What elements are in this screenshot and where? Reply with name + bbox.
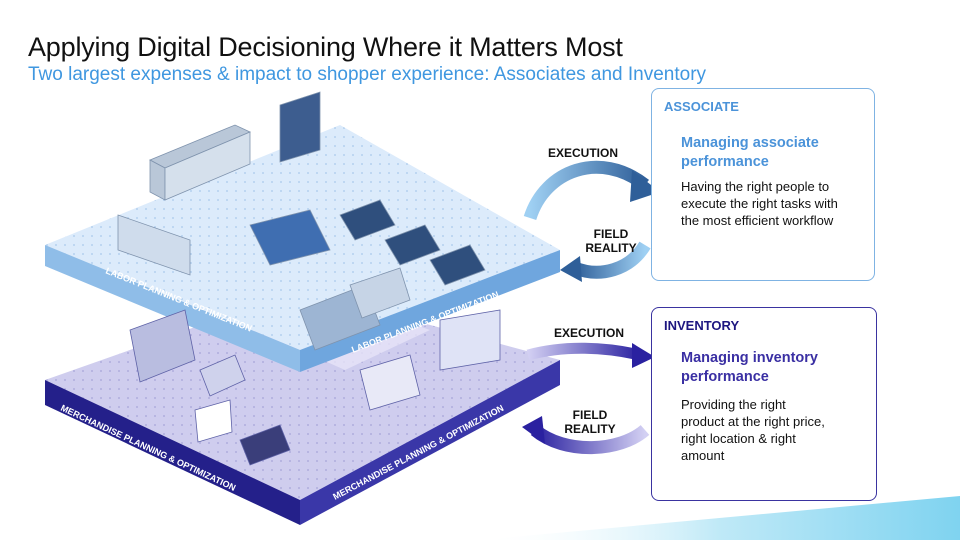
inventory-cycle-arrows: [522, 342, 655, 455]
page-title: Applying Digital Decisioning Where it Ma…: [28, 32, 623, 62]
inventory-execution-arrow: [526, 342, 642, 361]
inventory-card: INVENTORY Managing inventory performance…: [651, 307, 877, 501]
associate-card-heading: ASSOCIATE: [664, 99, 739, 114]
associate-card: ASSOCIATE Managing associate performance…: [651, 88, 875, 281]
associate-card-body: Having the right people to execute the r…: [681, 179, 838, 228]
associate-card-subheading: Managing associate performance: [681, 135, 819, 170]
associate-execution-label: EXECUTION: [548, 146, 619, 160]
inventory-execution-label: EXECUTION: [554, 326, 625, 340]
inventory-card-heading: INVENTORY: [664, 318, 740, 333]
bottom-fixtures: [129, 309, 501, 466]
top-fixtures: [117, 91, 486, 351]
associate-execution-arrow: [523, 160, 649, 221]
corner-wedge: [480, 496, 960, 540]
associate-field-reality-label: FIELD REALITY: [585, 227, 637, 255]
associate-field-reality-arrow: [572, 241, 651, 279]
inventory-field-reality-label: FIELD REALITY: [564, 408, 616, 436]
inventory-field-reality-arrow: [530, 424, 650, 455]
inventory-card-subheading: Managing inventory performance: [681, 350, 818, 385]
page-subtitle: Two largest expenses & impact to shopper…: [28, 64, 707, 85]
inventory-card-body: Providing the right product at the right…: [681, 397, 825, 463]
